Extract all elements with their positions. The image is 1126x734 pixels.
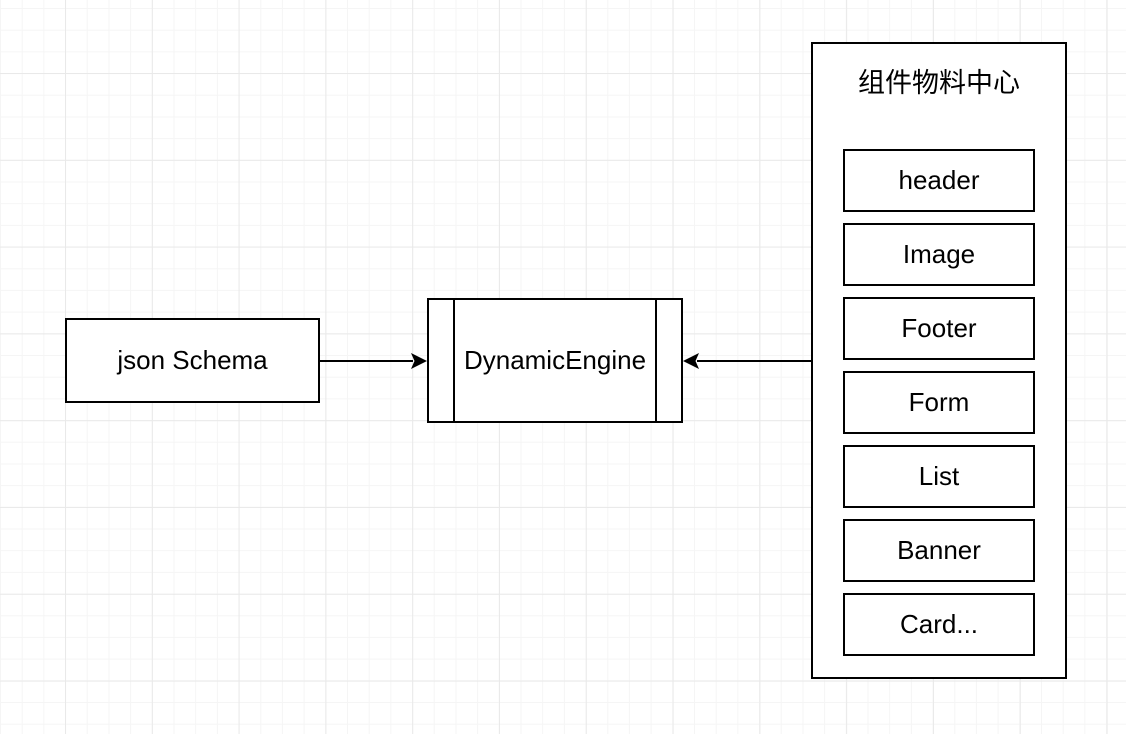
arrow-json-schema-to-dynamic-engine[interactable]: [320, 353, 427, 369]
material-item-card[interactable]: Card...: [843, 593, 1035, 656]
container-material-center[interactable]: 组件物料中心 header Image Footer Form List Ban…: [811, 42, 1067, 679]
node-json-schema-label: json Schema: [117, 344, 268, 375]
material-center-item-list: header Image Footer Form List Banner Car…: [843, 149, 1035, 656]
arrowhead-left-icon: [683, 353, 699, 369]
node-dynamic-engine[interactable]: DynamicEngine: [427, 298, 683, 423]
material-item-list[interactable]: List: [843, 445, 1035, 508]
material-item-header[interactable]: header: [843, 149, 1035, 212]
material-item-footer[interactable]: Footer: [843, 297, 1035, 360]
material-item-image[interactable]: Image: [843, 223, 1035, 286]
material-center-title: 组件物料中心: [858, 68, 1020, 98]
arrow-material-center-to-dynamic-engine[interactable]: [683, 353, 811, 369]
process-bar-left: [453, 300, 455, 421]
arrowhead-right-icon: [411, 353, 427, 369]
process-bar-right: [655, 300, 657, 421]
node-dynamic-engine-label: DynamicEngine: [463, 344, 647, 375]
node-json-schema[interactable]: json Schema: [65, 318, 320, 403]
material-item-form[interactable]: Form: [843, 371, 1035, 434]
material-item-banner[interactable]: Banner: [843, 519, 1035, 582]
